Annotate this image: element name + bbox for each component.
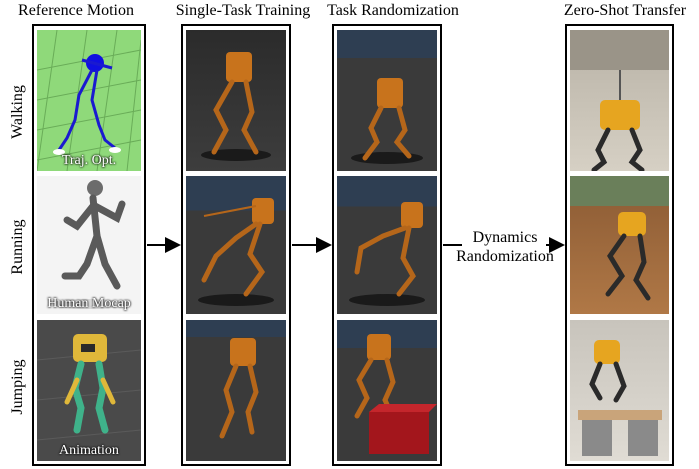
single-task-column — [181, 24, 291, 466]
task-rand-walking-sim — [337, 30, 437, 171]
zero-shot-walking-photo — [570, 30, 669, 171]
caption-animation: Animation — [59, 443, 119, 458]
reference-motion-column — [32, 24, 146, 466]
column-heading-zero-shot: Zero-Shot Transfer — [563, 2, 687, 19]
running-mocap-image: Human Mocap — [37, 176, 141, 314]
sim-robot-jumping — [219, 338, 259, 439]
task-randomization-column — [332, 24, 442, 466]
walking-stick-figure — [37, 30, 141, 171]
zero-shot-jumping-photo — [570, 320, 669, 461]
zero-shot-running-photo — [570, 176, 669, 314]
jumping-animation-image: Animation — [37, 320, 141, 461]
task-rand-robot-jumping — [354, 334, 437, 454]
animation-figure — [37, 334, 141, 441]
dynamics-label-line1: Dynamics — [472, 229, 538, 246]
dynamics-label-line2: Randomization — [456, 248, 554, 265]
red-box-obstacle — [369, 412, 429, 454]
dynamics-randomization-label: Dynamics Randomization — [446, 228, 564, 266]
real-robot-running — [570, 176, 669, 301]
single-task-walking-sim — [186, 30, 286, 171]
column-heading-single-task: Single-Task Training — [175, 2, 311, 19]
sim-robot-running — [198, 198, 274, 306]
real-robot-jumping — [578, 340, 662, 456]
column-heading-task-randomization: Task Randomization — [327, 2, 459, 19]
single-task-jumping-sim — [186, 320, 286, 461]
walking-trajopt-image: Traj. Opt. — [37, 30, 141, 171]
task-rand-robot-walking — [351, 78, 423, 164]
caption-human-mocap: Human Mocap — [47, 296, 131, 311]
task-rand-running-sim — [337, 176, 437, 314]
real-robot-walking — [570, 30, 669, 171]
caption-traj-opt: Traj. Opt. — [61, 153, 117, 168]
mocap-figure — [49, 180, 129, 309]
zero-shot-column — [565, 24, 674, 466]
task-rand-robot-running — [349, 202, 425, 306]
column-heading-reference: Reference Motion — [18, 2, 134, 19]
task-rand-jumping-sim — [337, 320, 437, 461]
single-task-running-sim — [186, 176, 286, 314]
sim-robot-walking — [201, 52, 271, 161]
